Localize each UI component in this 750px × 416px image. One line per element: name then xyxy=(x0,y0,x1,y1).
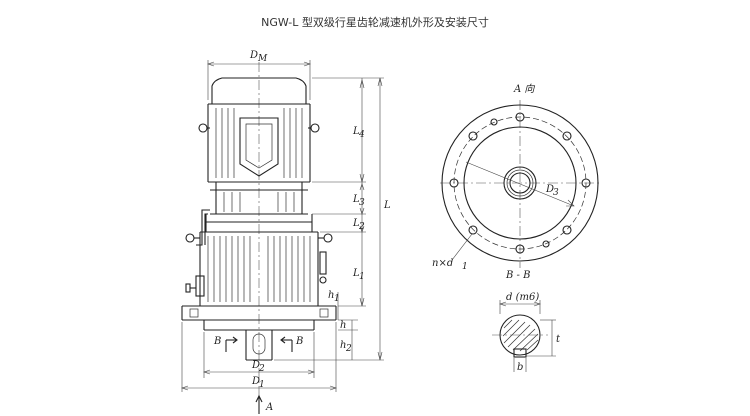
label-nxd1: n×d xyxy=(432,258,453,269)
label-a-bottom: A xyxy=(265,402,273,413)
label-l1-sub: 1 xyxy=(359,272,365,282)
drawing-title: NGW-L 型双级行星齿轮减速机外形及安装尺寸 xyxy=(261,16,489,29)
label-l3-sub: 3 xyxy=(359,198,365,208)
gearbox xyxy=(185,214,333,306)
label-h: h xyxy=(340,320,346,331)
label-section: B - B xyxy=(505,270,530,281)
shaft-section: d (m6) t b xyxy=(492,292,561,373)
label-d2-sub: 2 xyxy=(258,364,265,374)
base-flange xyxy=(181,305,337,331)
a-view: A 向 D 3 n×d xyxy=(432,83,600,281)
label-b-left: B xyxy=(213,336,221,347)
label-nxd1-sub: 1 xyxy=(462,262,468,272)
label-d1-sub: 1 xyxy=(259,380,265,390)
label-l4-sub: 4 xyxy=(358,130,365,140)
label-dm: D xyxy=(249,50,258,61)
label-d1: D xyxy=(251,376,260,387)
label-h1: h xyxy=(328,290,334,301)
label-shaft-d: d (m6) xyxy=(506,292,539,303)
section-marks: B B xyxy=(213,336,303,352)
label-dm-sub: M xyxy=(257,54,268,64)
label-l4: L xyxy=(352,126,360,137)
label-d2: D xyxy=(251,360,260,371)
label-a-view: A 向 xyxy=(513,83,535,95)
label-h2: h xyxy=(340,340,346,351)
label-d3-sub: 3 xyxy=(553,188,559,198)
label-h2-sub: 2 xyxy=(345,344,352,354)
label-d3: D xyxy=(545,184,554,195)
dim-heights: L 4 L 3 L 2 L 1 L h 1 h h 2 xyxy=(274,77,391,361)
label-l3: L xyxy=(352,194,360,205)
motor xyxy=(198,77,320,183)
label-l2: L xyxy=(352,218,360,229)
label-l: L xyxy=(383,200,391,211)
label-shaft-b: b xyxy=(517,362,523,373)
label-l2-sub: 2 xyxy=(358,222,365,232)
dim-bottom: D 2 D 1 A xyxy=(181,322,337,414)
adapter xyxy=(196,182,308,246)
front-elevation: B B D M xyxy=(181,50,391,414)
label-shaft-t: t xyxy=(556,334,561,345)
output-shaft xyxy=(245,330,273,361)
label-h1-sub: 1 xyxy=(334,294,340,304)
dim-dm: D M xyxy=(207,50,311,100)
label-l1: L xyxy=(352,268,360,279)
label-b-right: B xyxy=(295,336,303,347)
